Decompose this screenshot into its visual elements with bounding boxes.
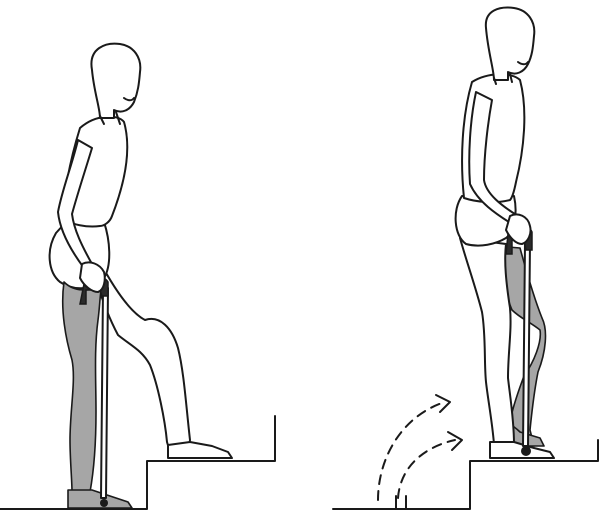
right-cane-tip <box>521 446 531 456</box>
left-figure-head <box>91 44 140 118</box>
left-figure-left-leg-shaded <box>63 282 102 492</box>
motion-arrow-upper <box>378 403 442 500</box>
right-figure-head <box>486 8 534 80</box>
left-figure-left-foot <box>68 490 132 508</box>
right-figure-right-leg <box>460 238 514 444</box>
left-stairs <box>0 416 275 509</box>
left-figure-right-leg <box>98 262 190 452</box>
right-cane-shaft <box>523 242 530 446</box>
left-panel <box>0 44 275 509</box>
right-panel <box>333 8 598 509</box>
left-cane-shaft <box>101 288 108 498</box>
left-cane-tip <box>100 499 108 507</box>
motion-arrow-lower <box>398 440 455 498</box>
left-figure-right-foot <box>168 442 232 458</box>
right-stairs <box>333 440 598 509</box>
